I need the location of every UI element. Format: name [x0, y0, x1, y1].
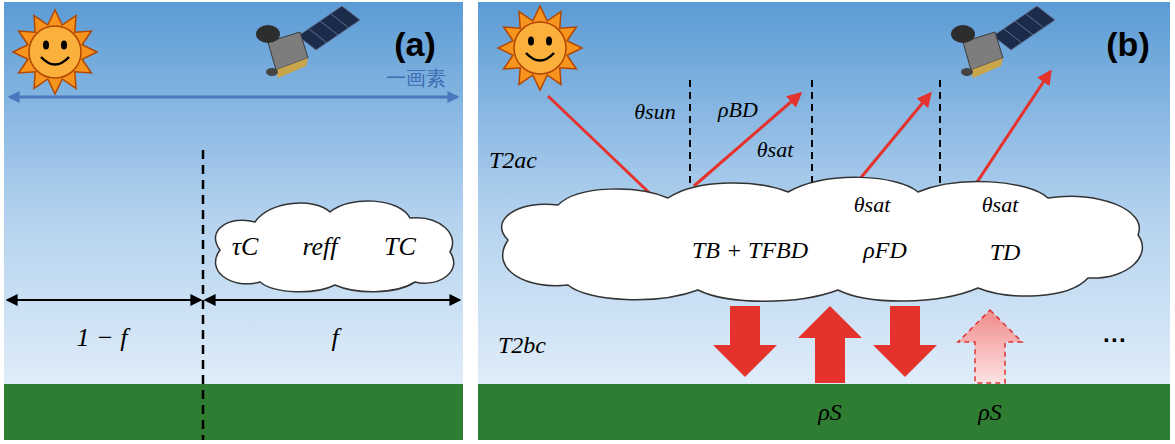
- transmittance-label: T2ac: [489, 147, 537, 173]
- cloud-node: TB + TFBD ρFD TD: [488, 160, 1153, 305]
- cloud-symbol: TB + TFBD: [692, 237, 808, 263]
- cloud-outline: [488, 160, 1153, 305]
- cloud-symbol: TC: [384, 233, 416, 262]
- cloud-symbol: ρFD: [863, 237, 907, 263]
- pixel-label: 一画素: [386, 67, 446, 89]
- reflectance-label: ρBD: [718, 98, 758, 122]
- panel-label: (a): [394, 26, 436, 63]
- angle-label: θsat: [757, 138, 793, 162]
- surface-reflectance-label: ρS: [978, 399, 1002, 425]
- transmittance-label: T2bc: [498, 332, 546, 358]
- cloud-symbol: TD: [990, 239, 1021, 265]
- cloud-symbol: τC: [232, 233, 259, 262]
- angle-label: θsat: [982, 193, 1018, 217]
- panel-label: (b): [1106, 26, 1149, 63]
- fraction-label: 1 − f: [77, 324, 128, 353]
- fraction-label: f: [331, 324, 338, 353]
- cloud-symbol: reff: [302, 233, 337, 262]
- continuation-dots: ···: [1103, 327, 1127, 353]
- cloud-node: τC reff TC: [205, 190, 460, 295]
- angle-label: θsun: [634, 100, 675, 124]
- angle-label: θsat: [854, 193, 890, 217]
- surface-reflectance-label: ρS: [818, 399, 842, 425]
